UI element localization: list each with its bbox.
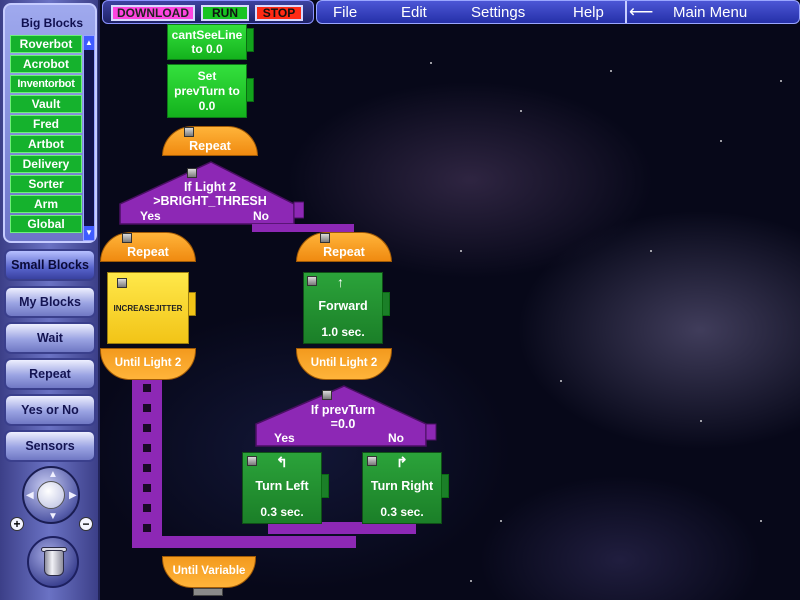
block-handle[interactable] bbox=[187, 168, 197, 178]
stop-button[interactable]: STOP bbox=[255, 5, 303, 21]
menu-settings[interactable]: Settings bbox=[471, 4, 526, 21]
menu-edit[interactable]: Edit bbox=[401, 4, 427, 21]
if-light-no-label: No bbox=[253, 209, 269, 223]
wire-peg bbox=[143, 504, 151, 512]
main-menu-button[interactable]: Main Menu bbox=[673, 4, 748, 21]
turn-right-time: 0.3 sec. bbox=[380, 505, 424, 519]
turn-left-label: Turn Left bbox=[255, 479, 309, 493]
repeat-button[interactable]: Repeat bbox=[4, 358, 96, 390]
forward-time: 1.0 sec. bbox=[321, 325, 365, 339]
scroll-up-icon[interactable]: ▲ bbox=[84, 36, 94, 50]
big-block-artbot[interactable]: Artbot bbox=[10, 135, 82, 153]
run-button[interactable]: RUN bbox=[201, 5, 249, 21]
if-light-block[interactable] bbox=[118, 160, 304, 226]
block-handle[interactable] bbox=[184, 127, 194, 137]
yes-or-no-button[interactable]: Yes or No bbox=[4, 394, 96, 426]
big-block-global[interactable]: Global bbox=[10, 215, 82, 233]
wait-button[interactable]: Wait bbox=[4, 322, 96, 354]
big-blocks-title: Big Blocks bbox=[20, 16, 83, 30]
wire-peg bbox=[143, 404, 151, 412]
big-block-arm[interactable]: Arm bbox=[10, 195, 82, 213]
block-handle[interactable] bbox=[367, 456, 377, 466]
big-block-inventorbot[interactable]: Inventorbot bbox=[10, 75, 82, 93]
dpad-right-icon[interactable]: ▶ bbox=[69, 490, 77, 501]
dpad-down-icon[interactable]: ▼ bbox=[48, 511, 58, 522]
zoom-out-icon[interactable]: − bbox=[79, 517, 93, 531]
big-blocks-panel: Big Blocks Roverbot Acrobot Inventorbot … bbox=[3, 3, 97, 243]
until-light-right-block[interactable]: Until Light 2 bbox=[296, 348, 392, 380]
if-light-condition: If Light 2 >BRIGHT_THRESH bbox=[153, 180, 267, 208]
if-light-yes-label: Yes bbox=[140, 209, 161, 223]
big-blocks-scrollbar[interactable]: ▲ ▼ bbox=[83, 35, 95, 241]
turn-left-icon: ↰ bbox=[276, 454, 288, 470]
block-handle[interactable] bbox=[320, 233, 330, 243]
wire-merge bbox=[132, 536, 356, 548]
block-connector bbox=[193, 588, 223, 596]
trash-body bbox=[44, 550, 64, 576]
scroll-down-icon[interactable]: ▼ bbox=[84, 226, 94, 240]
if-prevturn-no-label: No bbox=[388, 431, 404, 445]
block-handle[interactable] bbox=[117, 278, 127, 288]
zoom-in-icon[interactable]: + bbox=[10, 517, 24, 531]
download-button[interactable]: DOWNLOAD bbox=[111, 5, 195, 21]
big-block-sorter[interactable]: Sorter bbox=[10, 175, 82, 193]
block-connector bbox=[246, 78, 254, 102]
big-block-fred[interactable]: Fred bbox=[10, 115, 82, 133]
block-connector bbox=[188, 292, 196, 316]
repeat-right-block[interactable]: Repeat bbox=[296, 232, 392, 262]
until-light-left-block[interactable]: Until Light 2 bbox=[100, 348, 196, 380]
small-blocks-button[interactable]: Small Blocks bbox=[4, 249, 96, 281]
turn-right-icon: ↱ bbox=[396, 454, 408, 470]
repeat-left-block[interactable]: Repeat bbox=[100, 232, 196, 262]
wire-peg bbox=[143, 524, 151, 532]
wire-peg bbox=[143, 444, 151, 452]
repeat-outer-block[interactable]: Repeat bbox=[162, 126, 258, 156]
big-block-acrobot[interactable]: Acrobot bbox=[10, 55, 82, 73]
big-blocks-list: Roverbot Acrobot Inventorbot Vault Fred … bbox=[10, 35, 82, 235]
sensors-button[interactable]: Sensors bbox=[4, 430, 96, 462]
block-handle[interactable] bbox=[322, 390, 332, 400]
direction-pad-icon[interactable]: ▲ ▼ ◀ ▶ bbox=[22, 466, 80, 524]
menu-bar: File Edit Settings Help ⟵ Main Menu bbox=[316, 0, 800, 24]
turn-right-label: Turn Right bbox=[370, 479, 434, 493]
run-toolbar: DOWNLOAD RUN STOP bbox=[102, 0, 314, 24]
set-prevturn-block[interactable]: Set prevTurn to 0.0 bbox=[167, 64, 247, 118]
set-cantseeline-block[interactable]: cantSeeLine to 0.0 bbox=[167, 24, 247, 60]
wire-peg bbox=[143, 464, 151, 472]
menu-divider bbox=[625, 1, 627, 23]
block-handle[interactable] bbox=[122, 233, 132, 243]
big-block-delivery[interactable]: Delivery bbox=[10, 155, 82, 173]
arrow-up-icon: ↑ bbox=[337, 274, 344, 290]
turn-left-time: 0.3 sec. bbox=[260, 505, 304, 519]
my-blocks-button[interactable]: My Blocks bbox=[4, 286, 96, 318]
big-block-vault[interactable]: Vault bbox=[10, 95, 82, 113]
if-prevturn-yes-label: Yes bbox=[274, 431, 295, 445]
dpad-left-icon[interactable]: ◀ bbox=[26, 490, 34, 501]
trash-can-icon[interactable] bbox=[27, 536, 79, 588]
block-connector bbox=[382, 292, 390, 316]
left-panel: Big Blocks Roverbot Acrobot Inventorbot … bbox=[0, 0, 100, 600]
wire-merge-turns bbox=[268, 522, 416, 534]
block-connector bbox=[246, 28, 254, 52]
big-block-roverbot[interactable]: Roverbot bbox=[10, 35, 82, 53]
block-handle[interactable] bbox=[307, 276, 317, 286]
if-prevturn-block[interactable] bbox=[254, 384, 440, 448]
forward-label: Forward bbox=[318, 299, 368, 313]
dpad-up-icon[interactable]: ▲ bbox=[48, 469, 58, 480]
wire-peg bbox=[143, 384, 151, 392]
menu-file[interactable]: File bbox=[333, 4, 358, 21]
wire-peg bbox=[143, 484, 151, 492]
block-handle[interactable] bbox=[247, 456, 257, 466]
menu-help[interactable]: Help bbox=[573, 4, 604, 21]
block-connector bbox=[321, 474, 329, 498]
until-variable-block[interactable]: Until Variable bbox=[162, 556, 256, 588]
wire-no-branch bbox=[252, 224, 354, 232]
block-connector bbox=[441, 474, 449, 498]
if-prevturn-condition: If prevTurn =0.0 bbox=[310, 403, 376, 431]
dpad-center[interactable] bbox=[37, 481, 65, 509]
wire-peg bbox=[143, 424, 151, 432]
arrow-left-icon[interactable]: ⟵ bbox=[629, 2, 654, 21]
